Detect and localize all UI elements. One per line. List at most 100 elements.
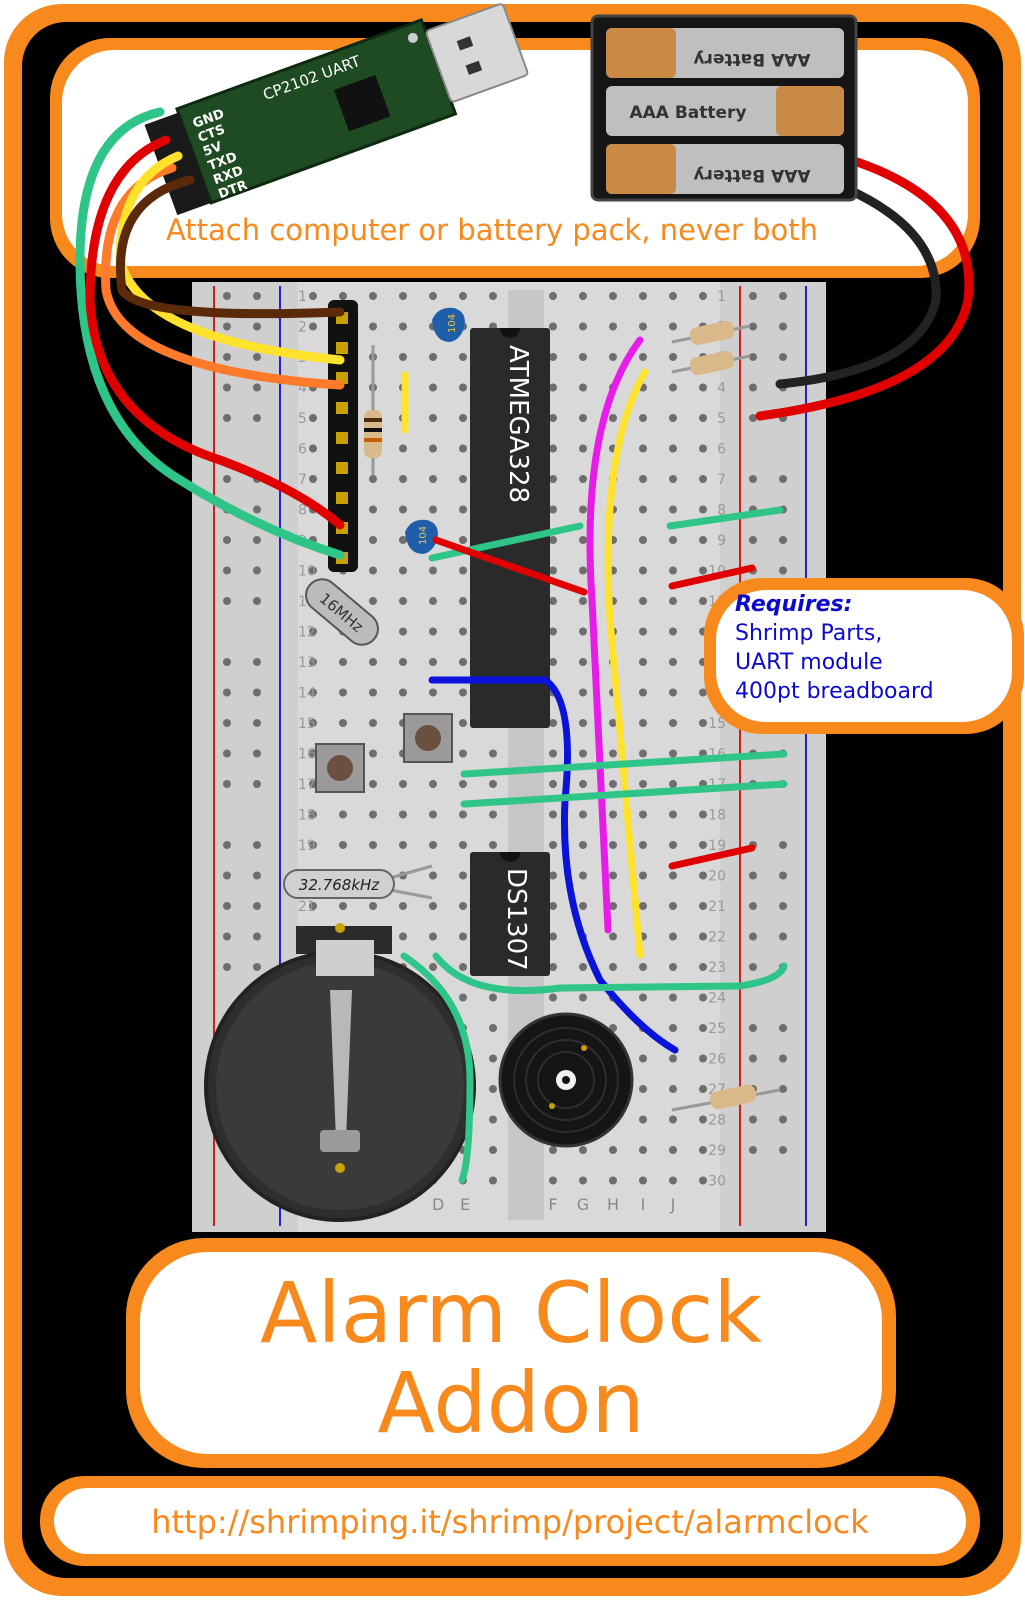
rail-hole [749,536,757,544]
svg-text:ATMEGA328: ATMEGA328 [503,345,533,503]
breadboard-hole [429,597,437,605]
breadboard-hole [639,322,647,331]
breadboard-hole [369,749,377,758]
breadboard-hole [609,322,617,331]
breadboard-hole [549,292,557,300]
rail-hole [253,688,261,697]
row-number: 6 [298,442,307,458]
breadboard-hole [459,444,467,453]
title-panel [140,1252,882,1454]
rail-hole [779,1054,787,1063]
breadboard-hole [639,475,647,483]
breadboard-hole [609,902,617,910]
breadboard-hole [309,444,317,453]
breadboard-hole [579,963,587,971]
wire-red-battery [755,153,974,421]
breadboard-hole [399,780,407,788]
breadboard-hole [699,383,707,392]
breadboard-hole [579,902,587,910]
wire-green-4 [460,780,788,808]
breadboard-hole [669,963,677,971]
breadboard-hole [429,841,437,849]
breadboard-hole [669,597,677,605]
row-number: 28 [708,1113,726,1129]
breadboard-hole [459,292,467,300]
footer-url[interactable]: http://shrimping.it/shrimp/project/alarm… [151,1503,869,1541]
breadboard-hole [369,719,377,727]
footer-panel [54,1488,966,1554]
breadboard-hole [339,902,347,910]
column-letter-d: D [432,1195,444,1214]
breadboard-hole [429,780,437,788]
breadboard-hole [669,353,677,361]
rail-hole [253,749,261,758]
breadboard-hole [609,810,617,819]
svg-text:5V: 5V [201,139,224,160]
breadboard-hole [639,566,647,575]
breadboard-hole [459,841,467,849]
breadboard-hole [399,505,407,514]
rail-hole [749,963,757,971]
push-button-1 [315,743,365,793]
row-number: 8 [298,503,307,519]
row-number: 13 [298,655,316,671]
breadboard-hole [459,688,467,697]
wire-blue [428,676,679,1054]
breadboard-hole [549,841,557,849]
breadboard-hole [579,353,587,361]
breadboard-hole [309,658,317,666]
rail-hole [253,292,261,300]
breadboard-hole [639,414,647,422]
breadboard-hole [579,688,587,697]
rail-hole [253,963,261,971]
breadboard-hole [309,475,317,483]
requires-panel [716,590,1012,722]
breadboard-hole [339,841,347,849]
breadboard-wires [400,336,788,1184]
breadboard-hole [429,902,437,910]
rail-hole [253,780,261,788]
breadboard-hole [639,1176,647,1185]
breadboard-hole [609,932,617,941]
breadboard-hole [399,322,407,331]
column-letter-i: I [641,1195,646,1214]
breadboard-hole [489,810,497,819]
breadboard-hole [489,1054,497,1063]
rail-hole [253,322,261,331]
svg-text:DS1307: DS1307 [501,868,531,971]
breadboard-hole [549,414,557,422]
breadboard-hole [549,353,557,361]
breadboard-hole [339,292,347,300]
breadboard-hole [609,353,617,361]
breadboard-hole [309,322,317,331]
breadboard-hole [549,597,557,605]
breadboard-hole [369,322,377,331]
breadboard-hole [489,292,497,300]
breadboard-hole [549,993,557,1002]
breadboard-hole [699,505,707,514]
breadboard-hole [489,1115,497,1124]
breadboard-hole [699,841,707,849]
breadboard-hole [699,688,707,697]
breadboard-hole [669,780,677,788]
breadboard-hole [549,383,557,392]
breadboard-hole [669,322,677,331]
breadboard-hole [609,963,617,971]
breadboard-hole [669,932,677,941]
breadboard-hole [459,993,467,1002]
breadboard-hole [669,475,677,483]
breadboard-hole [579,780,587,788]
rail-hole [253,932,261,941]
column-letter-j: J [670,1195,676,1214]
breadboard-hole [669,1115,677,1124]
breadboard-hole [459,414,467,422]
breadboard-hole [429,383,437,392]
breadboard-hole [309,627,317,636]
rail-hole [223,902,231,910]
breadboard-hole [369,475,377,483]
breadboard-hole [489,1176,497,1185]
breadboard-hole [699,932,707,941]
wire-red-2 [668,564,756,590]
breadboard-hole [699,1115,707,1124]
breadboard-hole [639,444,647,453]
